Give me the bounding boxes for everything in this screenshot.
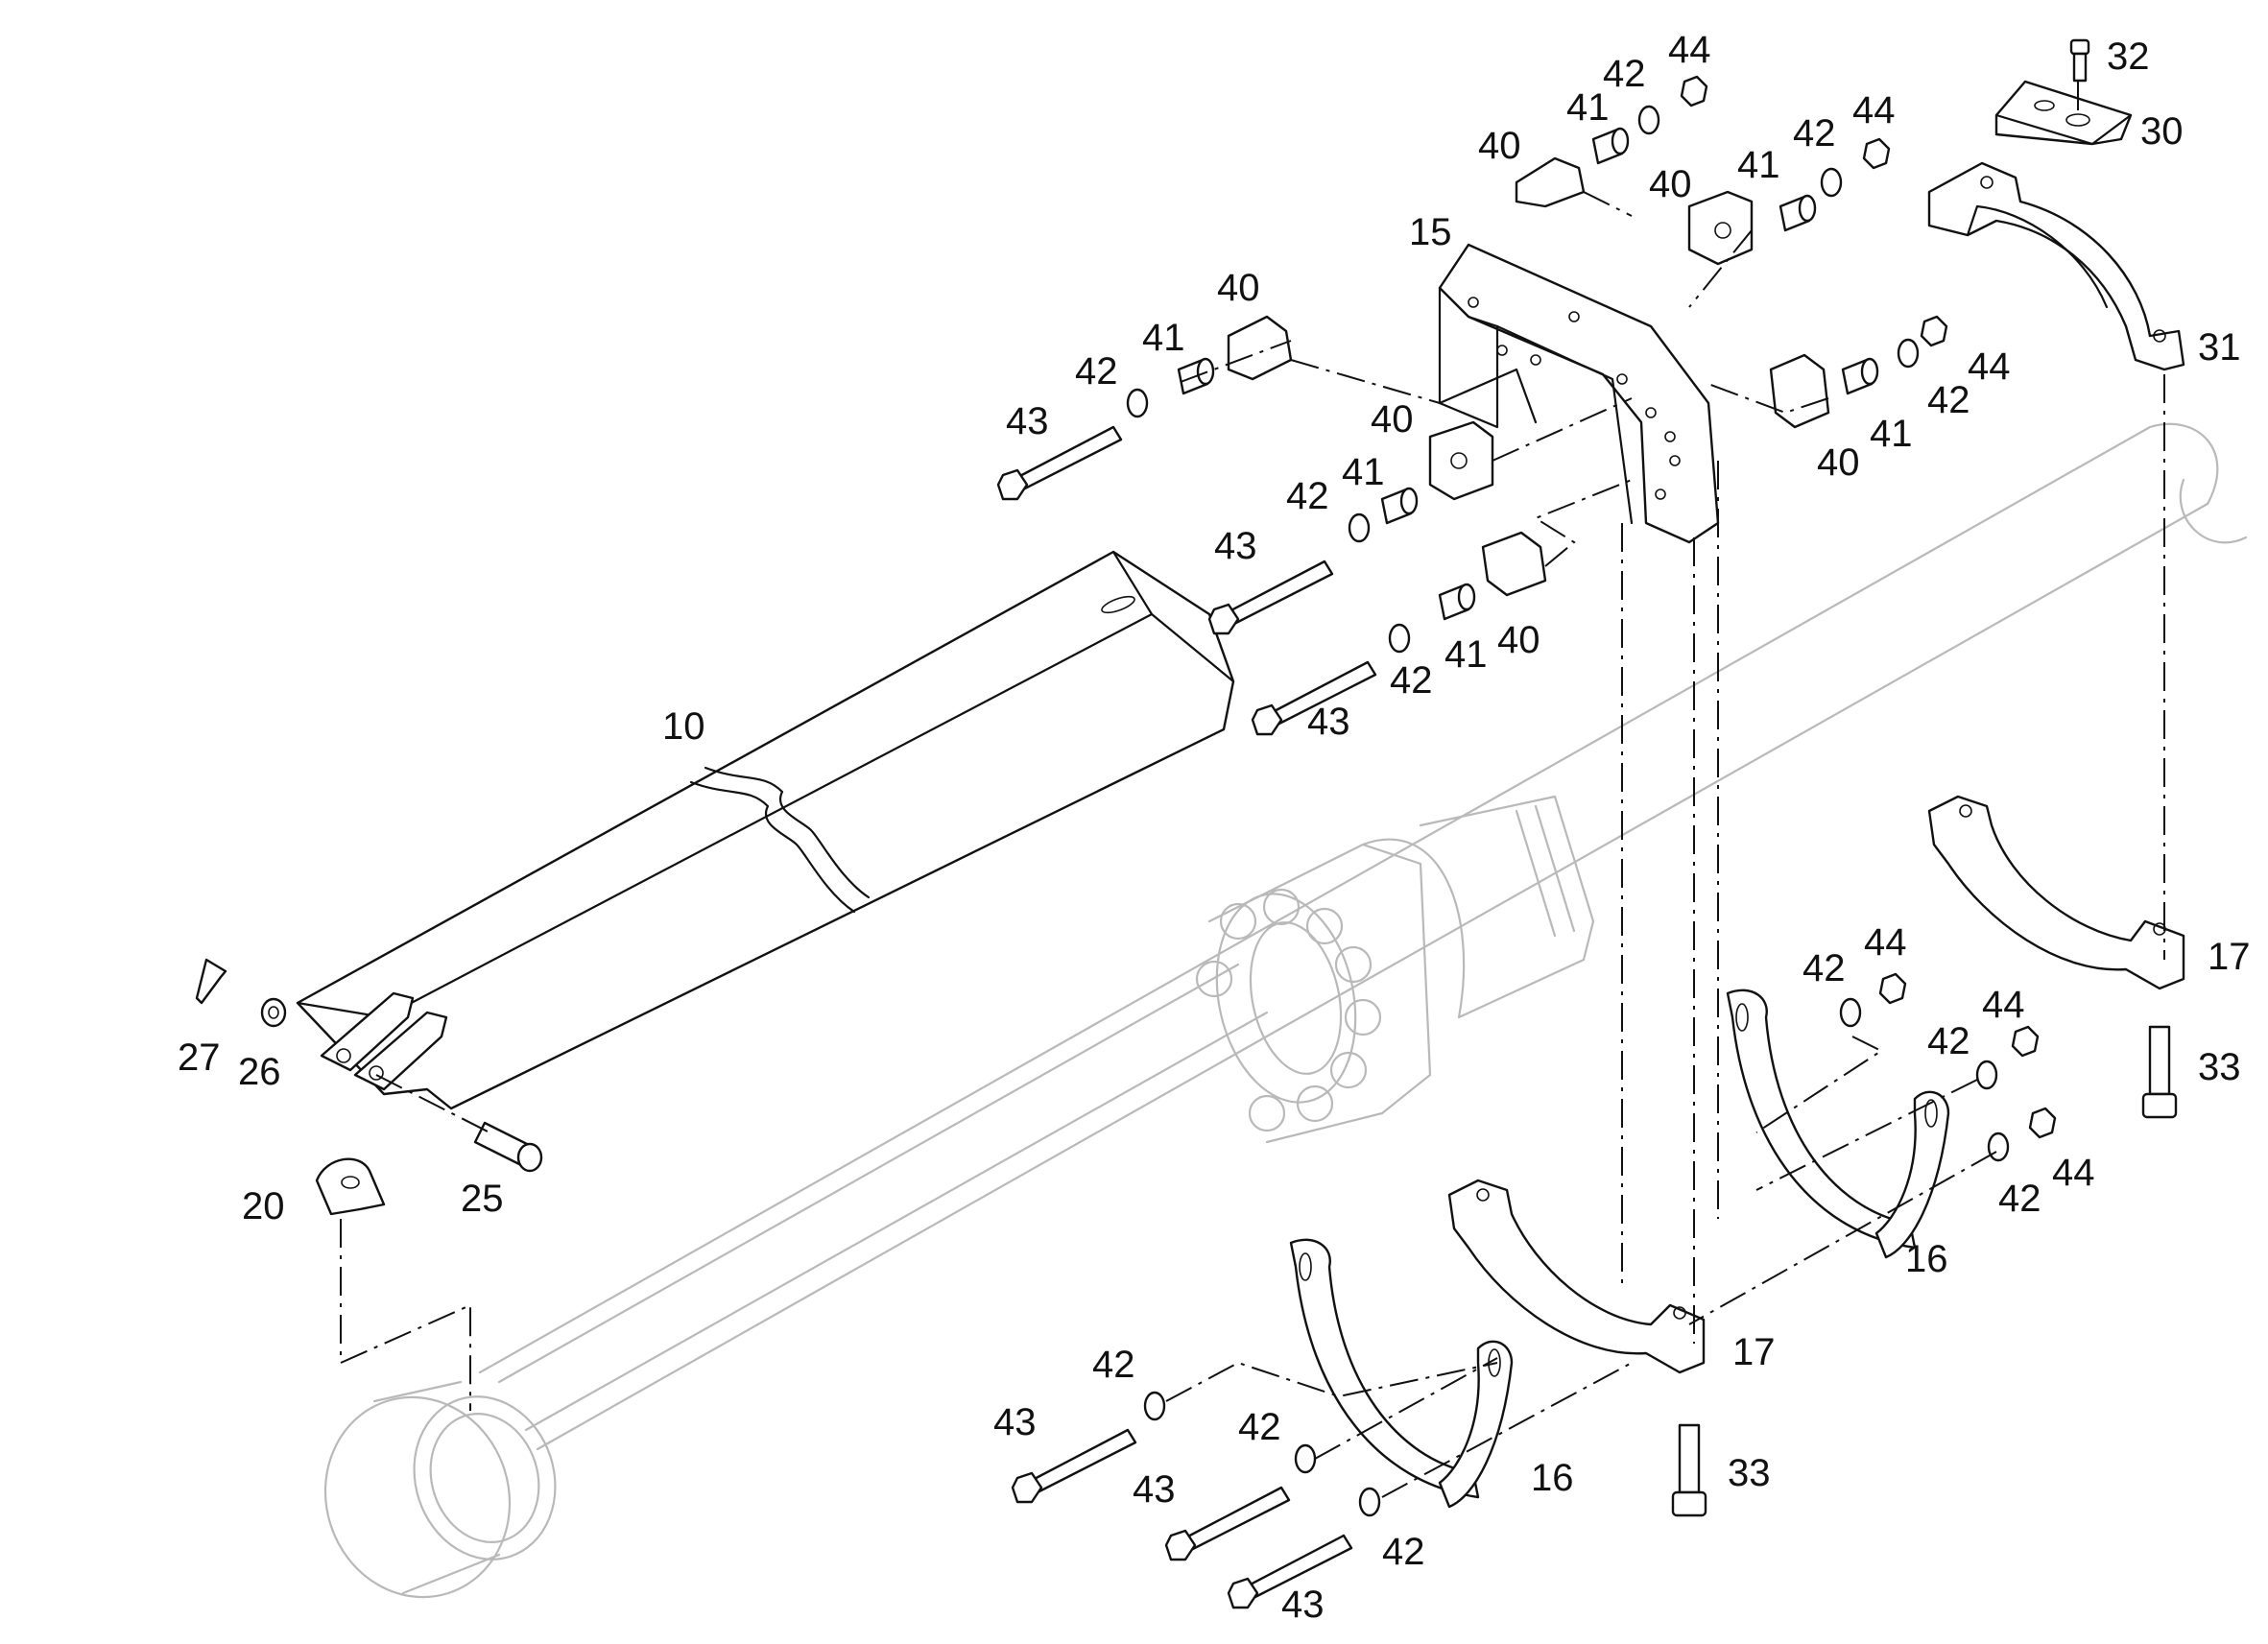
upper-clamp [1927, 161, 2185, 371]
spacer-blocks [1227, 156, 1830, 597]
callout-42: 42 [1390, 659, 1433, 702]
lower-clamp-center [1447, 1179, 1706, 1374]
callout-43: 43 [1006, 400, 1049, 442]
hydraulic-cylinder-ghost [323, 422, 2248, 1599]
callout-43: 43 [1281, 1584, 1325, 1626]
callout-40: 40 [1817, 441, 1860, 484]
callout-32: 32 [2107, 36, 2150, 78]
callout-44: 44 [1864, 921, 1907, 964]
washer-small [260, 997, 287, 1028]
callout-15: 15 [1409, 211, 1452, 253]
callout-42: 42 [1603, 53, 1646, 95]
bolts [996, 425, 1377, 1609]
callout-42: 42 [1092, 1344, 1135, 1386]
callout-41: 41 [1444, 633, 1488, 676]
callout-40: 40 [1478, 125, 1521, 167]
assembly-lines [340, 82, 2165, 1498]
strap-lower-left [1289, 1238, 1514, 1509]
callout-44: 44 [1668, 29, 1711, 71]
callout-43: 43 [1307, 701, 1350, 743]
callout-40: 40 [1497, 619, 1540, 661]
callout-17: 17 [1732, 1331, 1776, 1373]
callout-40: 40 [1217, 267, 1260, 309]
callout-41: 41 [1342, 451, 1385, 493]
strap-upper-left [1726, 989, 1950, 1259]
callout-43: 43 [1214, 525, 1257, 567]
callout-41: 41 [1870, 413, 1913, 455]
callout-17: 17 [2208, 936, 2251, 978]
callout-42: 42 [1075, 350, 1118, 393]
cap-screw-top [2069, 38, 2090, 83]
callout-10: 10 [662, 705, 705, 748]
callout-26: 26 [238, 1051, 281, 1093]
callout-41: 41 [1142, 317, 1185, 359]
callout-42: 42 [1382, 1531, 1425, 1573]
callout-42: 42 [1238, 1406, 1281, 1448]
callout-43: 43 [1133, 1468, 1176, 1511]
callout-41: 41 [1566, 86, 1610, 129]
callout-44: 44 [1982, 984, 2025, 1026]
callout-31: 31 [2198, 326, 2241, 369]
callout-16: 16 [1905, 1238, 1948, 1280]
pin [473, 1121, 543, 1173]
callout-44: 44 [2052, 1152, 2095, 1194]
callouts: 10 15 16 16 17 17 20 25 26 27 30 31 32 3… [178, 29, 2251, 1626]
callout-27: 27 [178, 1036, 221, 1079]
cotter-pin [195, 958, 227, 1005]
callout-44: 44 [1852, 89, 1896, 131]
mounting-bracket [1438, 243, 1720, 544]
callout-33: 33 [2198, 1046, 2241, 1088]
nuts [1680, 75, 2057, 1139]
callout-42: 42 [1927, 379, 1970, 421]
guard-plate [296, 550, 1235, 1110]
cap-screws [1671, 1025, 2178, 1517]
clamp-holder [1994, 80, 2133, 146]
callout-43: 43 [993, 1401, 1037, 1443]
callout-42: 42 [1927, 1020, 1970, 1062]
callout-42: 42 [1802, 947, 1846, 989]
callout-33: 33 [1728, 1452, 1771, 1494]
callout-40: 40 [1371, 398, 1414, 441]
callout-40: 40 [1649, 163, 1692, 205]
callout-42: 42 [1998, 1178, 2041, 1220]
callout-44: 44 [1968, 345, 2011, 388]
callout-41: 41 [1737, 144, 1780, 186]
lower-clamp-right [1927, 795, 2185, 990]
callout-42: 42 [1286, 475, 1329, 517]
callout-16: 16 [1531, 1457, 1574, 1499]
callout-25: 25 [461, 1178, 504, 1220]
callout-42: 42 [1793, 112, 1836, 155]
callout-20: 20 [242, 1185, 285, 1227]
stop-plate [315, 1157, 386, 1216]
bushings [1177, 127, 1879, 621]
callout-30: 30 [2140, 110, 2184, 153]
